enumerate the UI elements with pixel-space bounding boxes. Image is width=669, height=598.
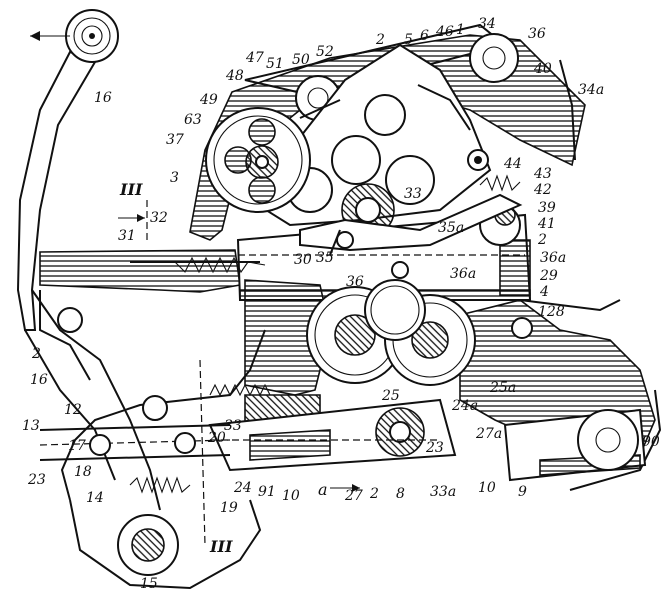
label: 41: [537, 216, 556, 232]
motion-label: a: [318, 480, 328, 499]
pivot-15: [117, 514, 179, 576]
label: 16: [30, 372, 48, 388]
bar-13: [39, 424, 231, 461]
label: 39: [538, 200, 556, 216]
label: 40: [533, 61, 552, 77]
label: 17: [68, 438, 86, 454]
label: 42: [533, 182, 552, 198]
label: 29: [539, 268, 558, 284]
label: 90: [642, 434, 660, 450]
label: 30: [294, 252, 312, 268]
label: 36a: [540, 250, 566, 266]
label: 4: [539, 284, 549, 300]
label: 36: [346, 274, 364, 290]
label: 6: [420, 28, 429, 44]
small-pivots: [57, 307, 533, 421]
spring-43: [467, 149, 521, 192]
section-mark-bottom: III: [209, 537, 233, 556]
label: 51: [266, 56, 284, 72]
label: 63: [184, 112, 202, 128]
label: 24: [233, 480, 252, 496]
label: 31: [118, 228, 136, 244]
label: 43: [533, 166, 552, 182]
label: 8: [396, 486, 405, 502]
label: 27: [344, 488, 363, 504]
label: 25a: [489, 380, 516, 396]
label: 34a: [578, 82, 604, 98]
label: 16: [94, 90, 112, 106]
label: 47: [245, 50, 264, 66]
label: 36: [528, 26, 546, 42]
label: 5: [404, 32, 413, 48]
label: 37: [166, 132, 184, 148]
label: 13: [22, 418, 40, 434]
label: 9: [518, 484, 527, 500]
label: 2: [537, 232, 547, 248]
label: 15: [140, 576, 158, 592]
planet-gear-group: [205, 99, 341, 213]
label: 23: [27, 472, 46, 488]
section-line: III III: [118, 180, 233, 556]
label: 2: [31, 346, 41, 362]
label: 10: [282, 488, 300, 504]
label: 23: [425, 440, 444, 456]
label: 1: [456, 22, 465, 38]
label: 33a: [430, 484, 456, 500]
label: 19: [220, 500, 238, 516]
label: 12: [64, 402, 82, 418]
label: 33: [224, 418, 242, 434]
section-mark-top: III: [119, 180, 143, 199]
label: 91: [258, 484, 276, 500]
label: 27a: [475, 426, 502, 442]
label: 2: [375, 32, 385, 48]
label: 2: [369, 486, 379, 502]
label: 49: [199, 92, 218, 108]
label: 128: [538, 304, 565, 320]
label: 14: [86, 490, 104, 506]
reference-numerals: 16 2 5 6 46 1 34 36 40 34a 48 47 51 50 5…: [22, 16, 660, 592]
label: 35a: [438, 220, 464, 236]
label: 50: [292, 52, 310, 68]
label: 36a: [450, 266, 476, 282]
pawl-lever: [299, 193, 523, 279]
rod-9: [503, 408, 647, 482]
label: 34: [478, 16, 496, 32]
lever-16: [16, 9, 161, 511]
label: 25: [381, 388, 400, 404]
label: 32: [150, 210, 168, 226]
label: 18: [74, 464, 92, 480]
label: 24a: [451, 398, 478, 414]
spring-19: [129, 476, 191, 494]
label: 52: [316, 44, 334, 60]
pinion-gears: [306, 279, 476, 386]
label: 35: [316, 250, 334, 266]
label: 48: [225, 68, 244, 84]
spring-31: [130, 256, 266, 274]
label: 44: [503, 156, 522, 172]
label: 33: [404, 186, 422, 202]
label: 3: [170, 170, 179, 186]
lower-slide: [208, 398, 457, 472]
label: 46: [435, 24, 454, 40]
motion-arrow: a: [318, 480, 360, 499]
label: 10: [478, 480, 496, 496]
label: 20: [207, 430, 226, 446]
